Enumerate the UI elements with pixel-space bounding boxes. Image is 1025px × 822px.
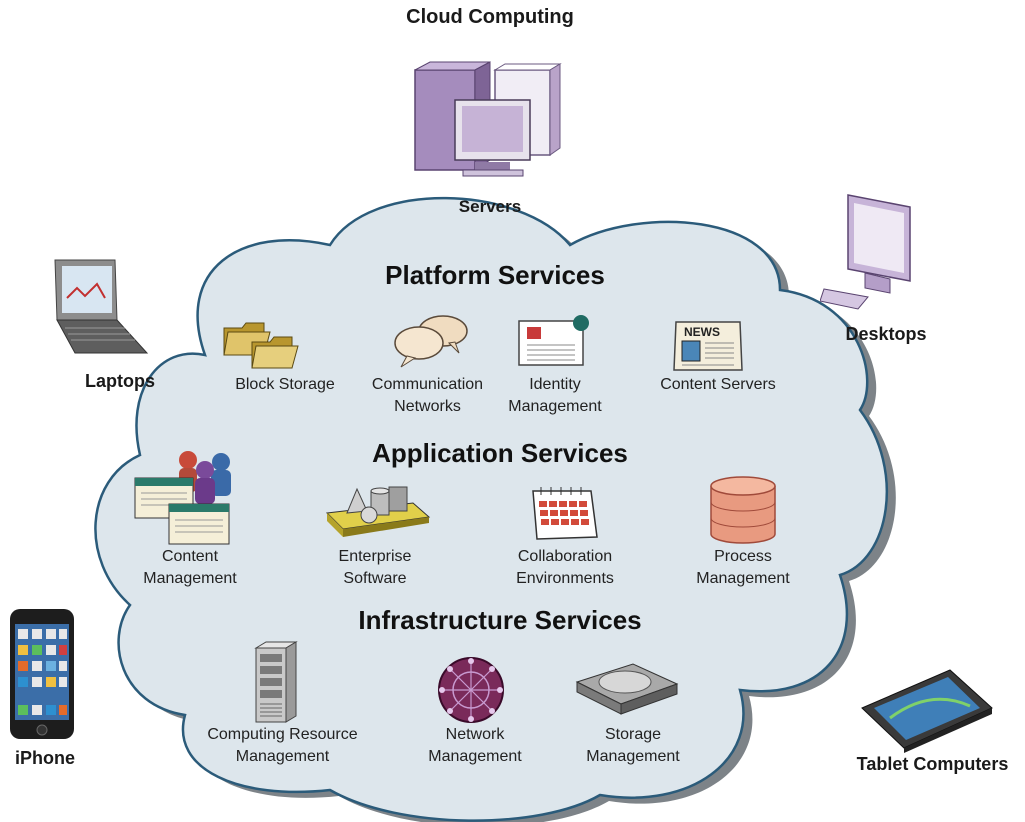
content-servers-label: Content Servers bbox=[660, 376, 776, 393]
id-card-icon bbox=[518, 315, 589, 366]
folders-icon bbox=[223, 322, 299, 369]
computing-resource-management-label: Computing Resource Management bbox=[207, 726, 358, 765]
application-services-heading: Application Services bbox=[372, 438, 628, 468]
calendar-icon bbox=[532, 487, 598, 540]
content-management-label: Content Management bbox=[143, 548, 237, 587]
enterprise-software-label: Enterprise Software bbox=[338, 548, 412, 587]
tablets-label: Tablet Computers bbox=[856, 754, 1009, 774]
platform-services-heading: Platform Services bbox=[385, 260, 605, 290]
iphone-label: iPhone bbox=[14, 748, 75, 768]
iphone-icon bbox=[10, 609, 74, 739]
news-tag-label: NEWS bbox=[684, 325, 720, 339]
desktops-label: Desktops bbox=[845, 324, 927, 344]
process-management-label: Process Management bbox=[696, 548, 790, 587]
communication-networks-label: Communication Networks bbox=[371, 376, 484, 415]
diagram-title: Cloud Computing bbox=[406, 6, 574, 28]
desktop-icon bbox=[820, 194, 911, 310]
block-storage-label: Block Storage bbox=[235, 376, 335, 393]
tablet-icon bbox=[861, 669, 993, 753]
identity-management-label: Identity Management bbox=[508, 376, 602, 415]
network-management-label: Network Management bbox=[428, 726, 522, 765]
laptop-icon bbox=[54, 259, 149, 354]
infrastructure-services-heading: Infrastructure Services bbox=[358, 605, 642, 635]
collaboration-environments-label: Collaboration Environments bbox=[516, 548, 614, 587]
hard-drive-icon bbox=[575, 663, 679, 715]
network-globe-icon bbox=[438, 657, 504, 723]
server-rack-icon bbox=[254, 641, 298, 723]
servers-label: Servers bbox=[458, 197, 522, 216]
speech-bubbles-icon bbox=[394, 315, 468, 368]
servers-icon bbox=[414, 61, 562, 177]
storage-management-label: Storage Management bbox=[586, 726, 680, 765]
content-management-icon bbox=[134, 451, 231, 545]
database-icon bbox=[710, 476, 776, 544]
enterprise-software-icon bbox=[325, 486, 431, 537]
laptops-label: Laptops bbox=[85, 371, 155, 391]
newspaper-icon: NEWS bbox=[673, 321, 743, 371]
